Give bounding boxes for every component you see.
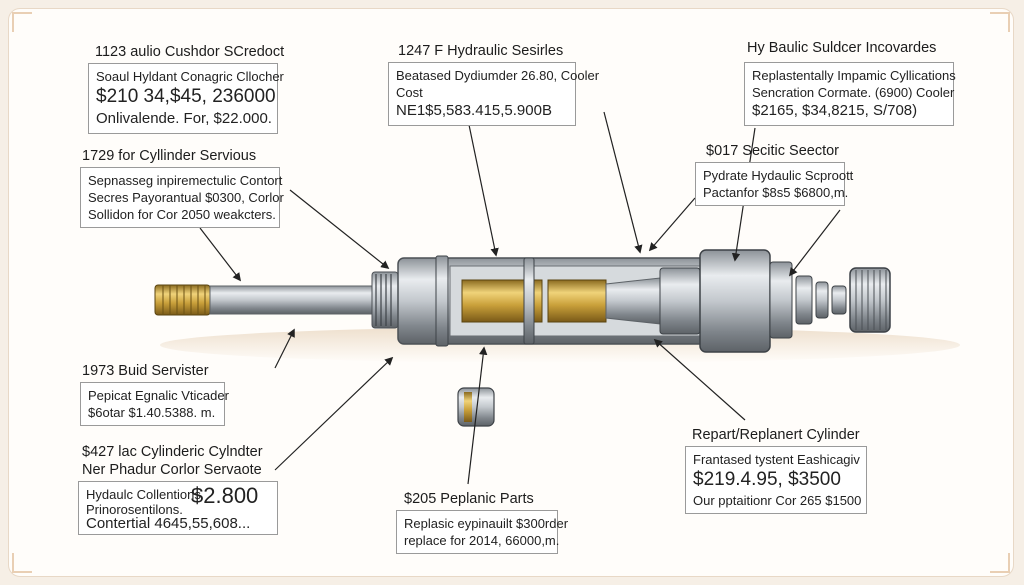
exploded-fittings bbox=[795, 275, 847, 325]
callout-7-price: $2.800 bbox=[191, 483, 259, 508]
corner-ornament bbox=[990, 12, 1010, 32]
callout-9-price: $219.4.95, $3500 bbox=[693, 469, 841, 490]
callout-6-line: $6otar $1.40.5388. m. bbox=[88, 405, 216, 420]
callout-3-box: Replastentally Impamic Cyllications Senc… bbox=[744, 62, 956, 126]
callout-1-heading: 1123 aulio Cushdor SCredoct bbox=[95, 44, 285, 60]
rod-end-thread bbox=[154, 284, 211, 316]
callout-8-line: replace for 2014, 66000,m. bbox=[404, 533, 560, 548]
callout-8-line: Replasic eypinauilt $300rder bbox=[404, 516, 569, 531]
callout-2-box: Beatased Dydiumder 26.80, Cooler Cost NE… bbox=[388, 62, 600, 126]
callout-3-line: Sencration Cormate. (6900) Cooler bbox=[752, 85, 955, 100]
callout-7-line: Prinorosentilons. bbox=[86, 502, 183, 517]
callout-9-line: Our pptaitionr Cor 265 $1500 bbox=[693, 493, 862, 508]
end-cap bbox=[699, 249, 793, 353]
callout-8-box: Replasic eypinauilt $300rder replace for… bbox=[396, 510, 569, 554]
callout-1-price: $210 34,$45, 236000 bbox=[96, 86, 276, 107]
inner-rod bbox=[605, 277, 661, 325]
gland-teeth bbox=[375, 274, 392, 326]
callout-1-box: Soaul Hyldant Conagric Cllocher $210 34,… bbox=[88, 63, 284, 134]
loose-bushing-part bbox=[457, 387, 495, 427]
callout-1-line: Soaul Hyldant Conagric Cllocher bbox=[96, 69, 284, 84]
seal-rings bbox=[435, 255, 701, 347]
callout-2-heading: 1247 F Hydraulic Sesirles bbox=[398, 43, 564, 59]
callout-5-line: Pactanfor $8s5 $6800,m. bbox=[703, 185, 849, 200]
callout-9-line: Frantased tystent Eashicagiv bbox=[693, 452, 860, 467]
callout-9-box: Frantased tystent Eashicagiv $219.4.95, … bbox=[685, 446, 867, 514]
callout-2-line: Beatased Dydiumder 26.80, Cooler bbox=[396, 68, 600, 83]
piston-brass-right bbox=[547, 279, 607, 323]
callout-5-heading: $017 Secitic Seector bbox=[706, 143, 839, 159]
callout-7-line: Contertial 4645,55,608... bbox=[86, 515, 251, 532]
callout-6-line: Pepicat Egnalic Vticader bbox=[88, 388, 229, 403]
callout-4-heading: 1729 for Cyllinder Servious bbox=[82, 148, 257, 164]
callout-3-price: $2165, $34,8215, S/708) bbox=[752, 102, 918, 119]
corner-ornament bbox=[12, 553, 32, 573]
callout-3-heading: Hy Baulic Suldcer Incovardes bbox=[747, 40, 937, 56]
callout-4-line: Secres Payorantual $0300, Corlor bbox=[88, 190, 284, 205]
callout-7-box: Hydaulc Collentions $2.800 Prinorosentil… bbox=[78, 481, 278, 535]
callout-4-box: Sepnasseg inpiremectulic Contort Secres … bbox=[80, 167, 284, 228]
callout-9-heading: Repart/Replanert Cylinder bbox=[692, 427, 860, 443]
corner-ornament bbox=[990, 553, 1010, 573]
callout-4-line: Sepnasseg inpiremectulic Contort bbox=[88, 173, 283, 188]
corner-ornament bbox=[12, 12, 32, 32]
callout-2-line: Cost bbox=[396, 85, 423, 100]
callout-5-box: Pydrate Hydaulic Scproott Pactanfor $8s5… bbox=[695, 162, 854, 206]
callout-4-line: Sollidon for Cor 2050 weakcters. bbox=[88, 207, 276, 222]
callout-7-line: Hydaulc Collentions bbox=[86, 487, 201, 502]
callout-6-box: Pepicat Egnalic Vticader $6otar $1.40.53… bbox=[80, 382, 229, 426]
callout-2-price: NE1$5,583.415,5.900B bbox=[396, 102, 552, 119]
callout-3-line: Replastentally Impamic Cyllications bbox=[752, 68, 956, 83]
callout-6-heading: 1973 Buid Servister bbox=[82, 363, 209, 379]
callout-7-subheading: Ner Phadur Corlor Servaote bbox=[82, 462, 262, 478]
callout-7-heading: $427 lac Cylinderic Cylndter bbox=[82, 444, 263, 460]
callout-5-line: Pydrate Hydaulic Scproott bbox=[703, 168, 854, 183]
knurled-end-knob bbox=[849, 267, 891, 333]
callout-1-line: Onlivalende. For, $22.000. bbox=[96, 110, 272, 127]
callout-8-heading: $205 Peplanic Parts bbox=[404, 491, 534, 507]
piston-rod bbox=[209, 285, 381, 315]
